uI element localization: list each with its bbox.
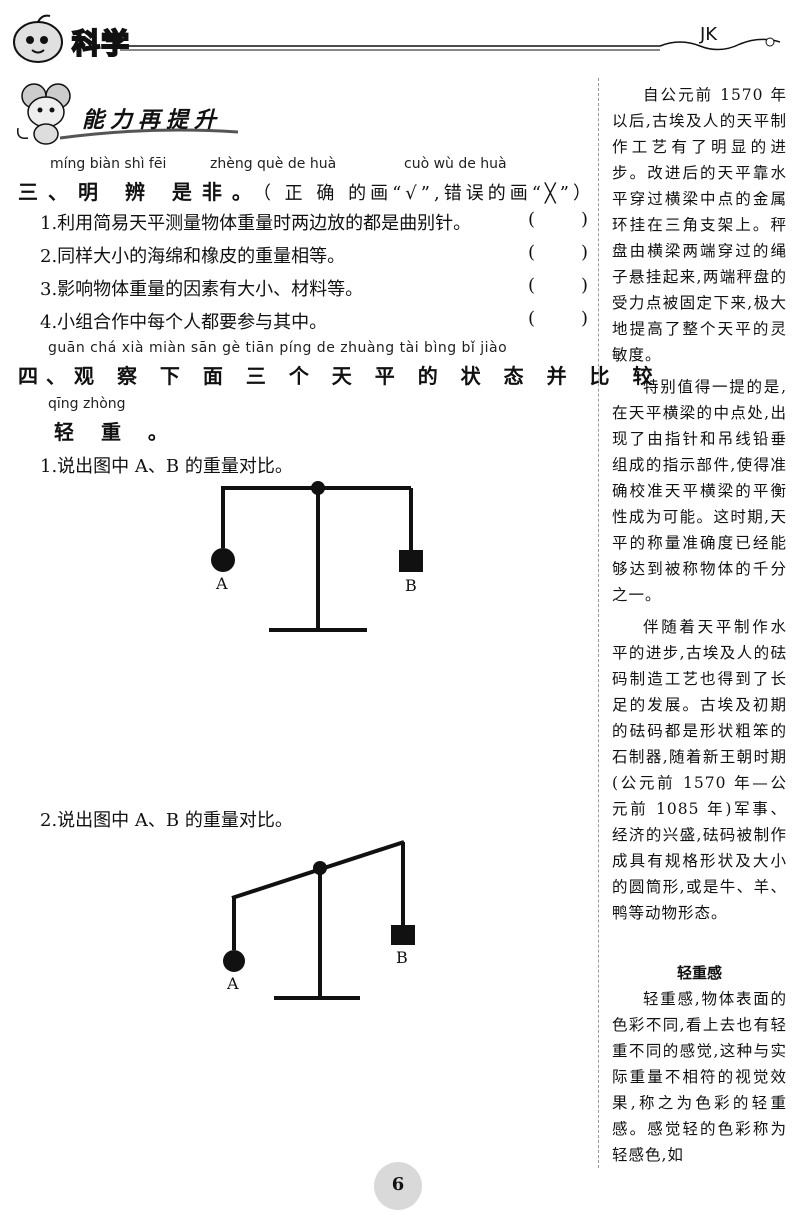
balance1-label-a: A <box>216 574 228 593</box>
paren-open: ( <box>528 242 536 263</box>
balance2-label-a: A <box>227 974 239 993</box>
weight-a-ball-icon <box>211 548 235 572</box>
answer-blank-2[interactable]: () <box>528 242 588 263</box>
paren-open: ( <box>528 308 536 329</box>
weight-b-cube-icon-2 <box>391 925 415 945</box>
q3-pinyin-1: míng biàn shì fēi <box>50 156 167 172</box>
balance-tilted-figure <box>223 840 415 1000</box>
weight-a-ball-icon-2 <box>223 950 245 972</box>
page-number: 6 <box>391 1174 405 1195</box>
q3-item-3: 3.影响物体重量的因素有大小、材料等。 <box>40 279 364 300</box>
header-rule <box>120 37 780 51</box>
q4-title-1: 四、观 察 下 面 三 个 天 平 的 状 态 并 比 较 <box>18 364 661 388</box>
q4-pinyin-2: qīng zhòng <box>48 396 126 412</box>
answer-blank-3[interactable]: () <box>528 275 588 296</box>
q4-sub-2: 2.说出图中 A、B 的重量对比。 <box>40 810 293 831</box>
paren-close: ) <box>580 209 588 230</box>
edition-label: JK <box>700 24 718 45</box>
answer-blank-1[interactable]: () <box>528 209 588 230</box>
q4-pinyin-1: guān chá xià miàn sān gè tiān píng de zh… <box>48 340 508 356</box>
balance1-label-b: B <box>405 576 417 595</box>
weight-b-cube-icon <box>399 550 423 572</box>
q3-title: 三、明 辨 是非。 <box>18 180 262 204</box>
q3-item-4: 4.小组合作中每个人都要参与其中。 <box>40 312 328 333</box>
sidebar-subtitle: 轻重感 <box>676 964 722 982</box>
banner-swoosh <box>60 128 239 140</box>
paren-open: ( <box>528 275 536 296</box>
q3-pinyin-2: zhèng què de huà <box>210 156 337 172</box>
sidebar-paragraph-1: 自公元前 1570 年以后,古埃及人的天平制作工艺有了明显的进步。改进后的天平靠… <box>612 86 787 364</box>
q3-heading: 三、明 辨 是非。（ 正 确 的画“√”,错误的画“╳”） <box>18 176 595 205</box>
balance-level-figure <box>211 481 423 632</box>
answer-blank-4[interactable]: () <box>528 308 588 329</box>
mascot-logo-icon <box>13 14 63 63</box>
paren-close: ) <box>580 275 588 296</box>
q4-sub-1: 1.说出图中 A、B 的重量对比。 <box>40 456 293 477</box>
mouse-mascot-icon <box>16 83 71 145</box>
paren-close: ) <box>580 242 588 263</box>
sidebar-paragraph-2: 特别值得一提的是,在天平横梁的中点处,出现了由指针和吊线铅垂组成的指示部件,使得… <box>612 378 787 604</box>
paren-close: ) <box>580 308 588 329</box>
page-number-badge <box>374 1162 422 1210</box>
subject-title: 科学 <box>71 26 131 61</box>
section-banner-title: 能力再提升 <box>82 107 223 133</box>
q3-item-2: 2.同样大小的海绵和橡皮的重量相等。 <box>40 246 346 267</box>
column-divider <box>598 78 599 1168</box>
sidebar-paragraph-3: 伴随着天平制作水平的进步,古埃及人的砝码制造工艺也得到了长足的发展。古埃及初期的… <box>612 618 787 922</box>
q3-instruction: （ 正 确 的画“√”,错误的画“╳”） <box>261 183 595 204</box>
sidebar-paragraph-4: 轻重感,物体表面的色彩不同,看上去也有轻重不同的感觉,这种与实际重量不相符的视觉… <box>612 990 787 1164</box>
paren-open: ( <box>528 209 536 230</box>
sidebar-text: 自公元前 1570 年以后,古埃及人的天平制作工艺有了明显的进步。改进后的天平靠… <box>612 82 787 926</box>
q3-item-1: 1.利用简易天平测量物体重量时两边放的都是曲别针。 <box>40 213 472 234</box>
sidebar-text-2: 轻重感,物体表面的色彩不同,看上去也有轻重不同的感觉,这种与实际重量不相符的视觉… <box>612 986 787 1168</box>
balance2-label-b: B <box>396 948 408 967</box>
q4-title-2: 轻 重 。 <box>54 420 178 444</box>
q3-pinyin-3: cuò wù de huà <box>404 156 507 172</box>
